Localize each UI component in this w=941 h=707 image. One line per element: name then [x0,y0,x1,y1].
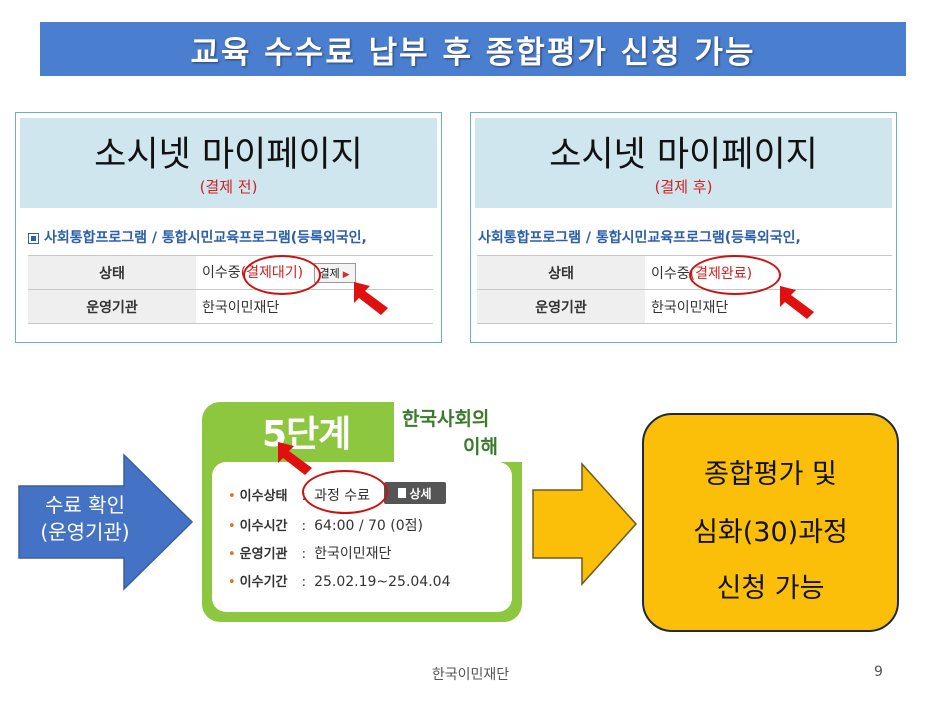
stage-name-line2: 이해 [463,436,498,458]
panel-title: 소시넷 마이페이지 [94,135,363,175]
yellow-right-arrow [532,462,638,586]
table-row: 운영기관 한국이민재단 [28,289,433,324]
arrow-label-line1: 수료 확인 [45,493,125,517]
highlight-oval [302,470,388,514]
stage-info-row: •이수시간:64:00 / 70 (0점) [228,515,423,535]
panel-title: 소시넷 마이페이지 [549,135,818,175]
document-icon [398,488,407,498]
table-row: 운영기관 한국이민재단 [477,289,892,324]
arrow-label-line2: (운영기관) [40,520,130,544]
bullet-icon: • [228,489,236,504]
panel-header: 소시넷 마이페이지 (결제 후) [475,118,892,208]
title-banner: 교육 수수료 납부 후 종합평가 신청 가능 [40,22,906,76]
result-line: 신청 가능 [716,573,825,604]
bullet-icon: • [228,519,236,534]
info-value: 한국이민재단 [314,546,392,562]
org-label: 운영기관 [477,289,645,324]
program-link[interactable]: 사회통합프로그램 / 통합시민교육프로그램(등록외국인, [478,227,801,247]
slide-title: 교육 수수료 납부 후 종합평가 신청 가능 [190,34,756,71]
status-label: 상태 [477,255,645,290]
play-icon: ▶ [342,270,350,280]
info-key: 이수시간 [239,519,288,534]
page-number: 9 [874,664,883,680]
mypage-panel-after: 소시넷 마이페이지 (결제 후) 사회통합프로그램 / 통합시민교육프로그램(등… [470,112,897,343]
completion-check-label: 수료 확인 (운영기관) [20,492,150,546]
bullet-icon: • [228,547,236,562]
stage-name: 한국사회의 [402,408,490,430]
org-value: 한국이민재단 [645,289,892,324]
status-table: 상태 이수중(결제완료) 운영기관 한국이민재단 [477,255,892,324]
info-key: 운영기관 [239,547,288,562]
pay-button-label: 결제 [319,267,340,280]
info-key: 이수상태 [239,489,288,504]
panel-subtitle: (결제 후) [654,178,713,196]
stage-info-row: •이수기간:25.02.19~25.04.04 [228,571,450,590]
program-link[interactable]: 사회통합프로그램 / 통합시민교육프로그램(등록외국인, [28,227,367,247]
table-row: 상태 이수중(결제대기) 결제▶ [28,255,433,290]
detail-button[interactable]: 상세 [384,482,446,504]
pay-button[interactable]: 결제▶ [313,263,356,283]
result-line: 종합평가 및 [704,459,837,490]
stage-number: 5단계 [262,414,351,455]
mypage-panel-before: 소시넷 마이페이지 (결제 전) 사회통합프로그램 / 통합시민교육프로그램(등… [15,112,442,343]
status-label: 상태 [28,255,196,290]
bullet-icon: • [228,575,236,590]
red-pointer-arrow-icon [780,286,814,319]
org-value: 한국이민재단 [196,289,433,324]
detail-button-label: 상세 [409,486,432,501]
status-table: 상태 이수중(결제대기) 결제▶ 운영기관 한국이민재단 [28,255,433,324]
result-box [642,413,899,632]
panel-subtitle: (결제 전) [199,178,258,196]
footer-organization: 한국이민재단 [431,667,510,683]
result-line: 심화(30)과정 [693,517,848,548]
blue-right-arrow [18,453,194,591]
panel-header: 소시넷 마이페이지 (결제 전) [20,118,437,208]
bullet-icon [28,232,39,244]
org-label: 운영기관 [28,289,196,324]
red-pointer-arrow-icon [354,282,388,315]
program-label: 사회통합프로그램 / 통합시민교육프로그램(등록외국인, [478,230,801,246]
status-prefix: 이수중 [202,265,241,281]
program-label: 사회통합프로그램 / 통합시민교육프로그램(등록외국인, [44,230,367,246]
info-key: 이수기간 [239,575,288,590]
table-row: 상태 이수중(결제완료) [477,255,892,290]
status-prefix: 이수중 [651,265,690,282]
red-pointer-arrow-icon [278,442,312,475]
info-value: 64:00 / 70 (0점) [314,518,424,534]
highlight-oval [243,255,321,295]
stage-info-row: •운영기관:한국이민재단 [228,543,391,563]
stage-card-notch [394,402,522,462]
info-value: 25.02.19~25.04.04 [314,574,451,590]
highlight-oval [689,255,781,295]
